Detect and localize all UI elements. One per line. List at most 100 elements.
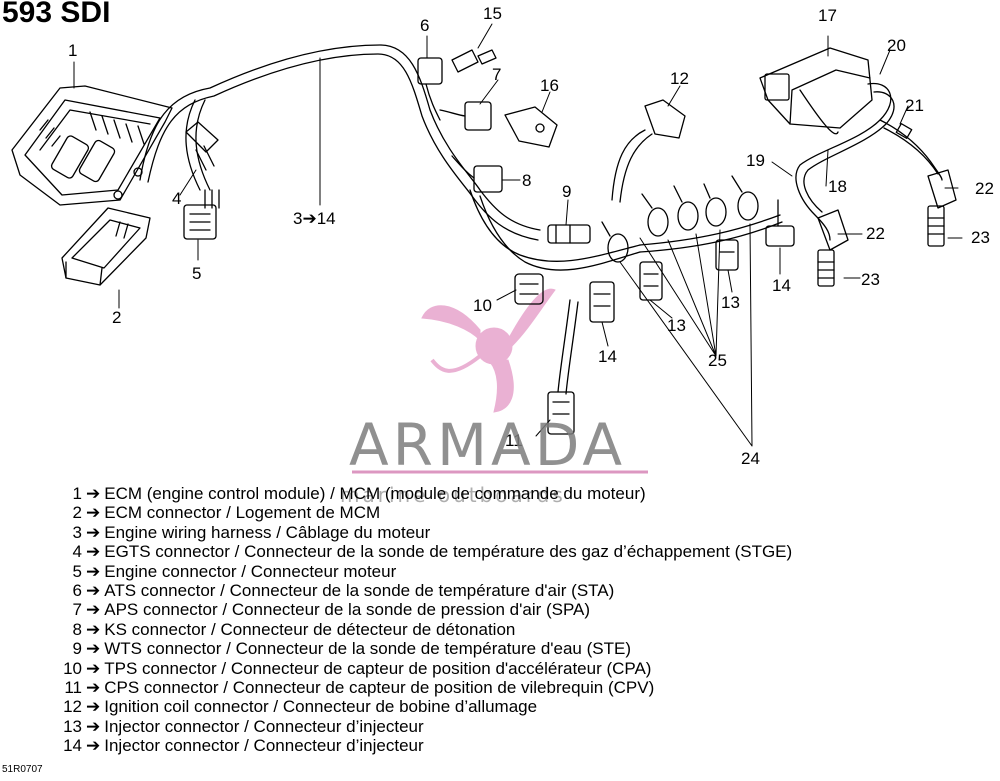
legend-item: 9➔WTS connector / Connecteur de la sonde…: [60, 639, 792, 658]
injector-connector-14b: [765, 199, 795, 247]
legend-number: 1: [72, 484, 82, 503]
legend-item: 4➔EGTS connector / Connecteur de la sond…: [60, 542, 793, 562]
legend-text: EGTS connector / Connecteur de la sonde …: [104, 542, 793, 562]
legend-text: KS connector / Connecteur de détecteur d…: [104, 619, 516, 639]
legend-item: 3➔Engine wiring harness / Câblage du mot…: [60, 523, 792, 542]
callout-19: 19: [746, 151, 765, 170]
reference-code: 51R0707: [2, 764, 43, 775]
legend-number: 14: [63, 736, 82, 756]
callout-17: 17: [818, 6, 837, 25]
legend-number: 12: [63, 697, 82, 717]
legend-number: 5: [72, 561, 82, 581]
legend-text: Ignition coil connector / Connecteur de …: [104, 697, 538, 717]
leader-lines: [73, 23, 963, 447]
legend-item: 13➔Injector connector / Connecteur d’inj…: [60, 717, 792, 736]
legend-item: 2➔ECM connector / Logement de MCM: [60, 503, 792, 522]
arrow-icon: ➔: [86, 639, 101, 659]
legend-text: ECM connector / Logement de MCM: [104, 503, 381, 523]
callout-12: 12: [670, 69, 689, 88]
callout-2: 2: [112, 308, 122, 327]
callout-23-a: 23: [861, 270, 880, 289]
callout-1: 1: [68, 41, 78, 60]
callout-22-b: 22: [975, 179, 994, 198]
arrow-icon: ➔: [86, 484, 101, 503]
legend-text: ECM (engine control module) / MCM (modul…: [104, 484, 646, 503]
legend-item: 6➔ATS connector / Connecteur de la sonde…: [60, 581, 792, 600]
callout-3: 3➔14: [293, 209, 336, 228]
arrow-icon: ➔: [86, 522, 101, 542]
callout-5: 5: [192, 264, 202, 283]
arrow-icon: ➔: [86, 697, 101, 717]
legend-number: 9: [72, 639, 82, 659]
aps-connector: [439, 101, 492, 131]
callout-6: 6: [420, 16, 430, 35]
ecm-module: [11, 85, 173, 206]
callout-14-a: 14: [598, 347, 617, 366]
engine-connector: [183, 204, 217, 240]
ignition-coil-connector: [611, 99, 686, 203]
callout-10: 10: [473, 296, 492, 315]
legend-number: 8: [72, 619, 82, 639]
arrow-icon: ➔: [86, 716, 101, 736]
arrow-icon: ➔: [86, 678, 101, 698]
callout-13-b: 13: [721, 293, 740, 312]
spark-plug-b: [927, 205, 945, 247]
callout-21: 21: [905, 96, 924, 115]
watermark-logo: [352, 288, 648, 474]
watermark-subtitle: marine outboards: [340, 483, 566, 507]
spark-plug-a: [817, 249, 835, 287]
legend-item: 7➔APS connector / Connecteur de la sonde…: [60, 600, 792, 619]
legend-text: WTS connector / Connecteur de la sonde d…: [104, 639, 631, 659]
spark-plug-leads: [795, 82, 943, 241]
legend-item: 8➔KS connector / Connecteur de détecteur…: [60, 620, 792, 639]
legend-text: Injector connector / Connecteur d’inject…: [104, 716, 424, 736]
callout-24: 24: [741, 449, 760, 468]
legend-number: 6: [72, 581, 82, 601]
legend-number: 2: [72, 503, 82, 523]
legend-text: CPS connector / Connecteur de capteur de…: [104, 678, 655, 698]
legend-text: Engine connector / Connecteur moteur: [104, 561, 397, 581]
page-title: 593 SDI: [2, 0, 111, 29]
legend-number: 7: [72, 600, 82, 620]
legend-text: APS connector / Connecteur de la sonde d…: [104, 600, 591, 620]
arrow-icon: ➔: [86, 581, 101, 601]
legend-item: 14➔Injector connector / Connecteur d’inj…: [60, 736, 792, 755]
legend-number: 3: [72, 522, 82, 542]
legend-number: 13: [63, 716, 82, 736]
arrow-icon: ➔: [86, 658, 101, 678]
legend-number: 11: [64, 678, 82, 698]
legend-text: ATS connector / Connecteur de la sonde d…: [104, 581, 615, 601]
callout-15: 15: [483, 4, 502, 23]
injector-connector-13a: [639, 261, 663, 301]
aps-sensor: [504, 106, 558, 148]
spark-plug-cap-a: [817, 209, 849, 251]
callout-23-b: 23: [971, 228, 990, 247]
egts-connector: [185, 121, 219, 171]
ats-sensor: [451, 49, 497, 73]
ecm-connector-housing: [61, 207, 151, 286]
arrow-icon: ➔: [86, 503, 101, 523]
legend-number: 4: [72, 542, 82, 562]
callout-13-a: 13: [667, 316, 686, 335]
ats-connector: [417, 57, 443, 121]
legend-item: 5➔Engine connector / Connecteur moteur: [60, 562, 792, 581]
arrow-icon: ➔: [86, 619, 101, 639]
arrow-icon: ➔: [86, 736, 101, 756]
callout-18: 18: [828, 177, 847, 196]
legend-list: 1➔ECM (engine control module) / MCM (mod…: [60, 484, 792, 756]
callout-16: 16: [540, 76, 559, 95]
arrow-icon: ➔: [86, 542, 101, 562]
callout-11: 11: [505, 431, 523, 450]
ignition-coil: [759, 47, 873, 135]
cps-connector: [547, 299, 579, 435]
callout-22-a: 22: [866, 224, 885, 243]
legend-item: 10➔TPS connector / Connecteur de capteur…: [60, 659, 792, 678]
callout-9: 9: [562, 182, 572, 201]
spark-plug-cap-b: [927, 169, 957, 209]
ks-connector: [451, 155, 503, 193]
callout-8: 8: [522, 171, 532, 190]
legend-item: 12➔Ignition coil connector / Connecteur …: [60, 697, 792, 716]
callout-20: 20: [887, 36, 906, 55]
cable-ties: [601, 175, 759, 263]
